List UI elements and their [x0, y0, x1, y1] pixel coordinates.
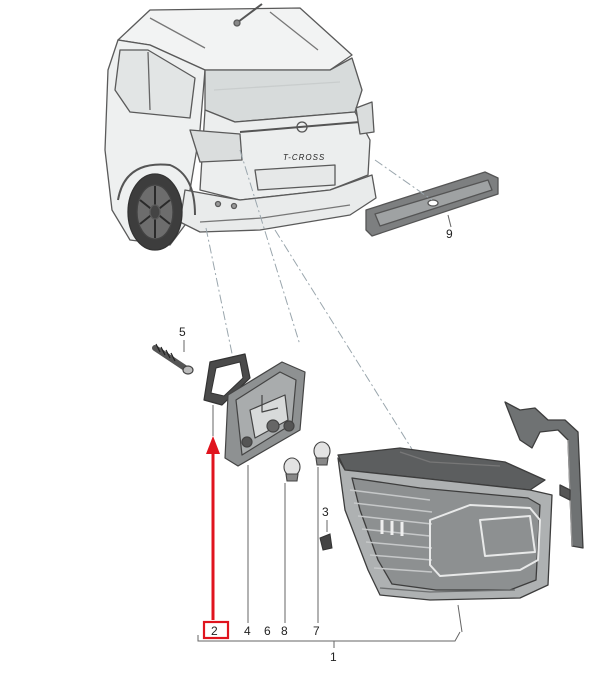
part-9-rear-panel: [365, 171, 499, 237]
callout-9: 9: [446, 227, 453, 241]
vehicle-badge-text: T-CROSS: [283, 153, 325, 162]
part-2-highlight: [202, 405, 230, 640]
bottom-callouts: 2 4 6 8 7 1: [211, 624, 337, 664]
callout-7: 7: [313, 624, 320, 638]
callout-6: 6: [264, 624, 271, 638]
callout-3: 3: [322, 505, 329, 519]
highlight-arrow-head: [206, 436, 220, 454]
leader-1: [197, 631, 461, 648]
part-8-bulb: [283, 457, 301, 482]
highlight-box: [202, 620, 230, 640]
part-3-clip: [319, 533, 333, 551]
part-1-tail-light: [337, 447, 553, 601]
callout-5: 5: [179, 325, 186, 339]
part-7-bulb: [313, 441, 331, 466]
leader-9: [447, 214, 452, 228]
assembly-leader-lines: [205, 149, 433, 471]
callout-4: 4: [244, 624, 251, 638]
part-1-bracket: [504, 401, 584, 549]
vehicle-illustration: T-CROSS: [104, 3, 377, 251]
callout-1: 1: [330, 650, 337, 664]
callout-2: 2: [211, 624, 218, 638]
part-4-bulb-carrier: [224, 361, 306, 467]
part-5-screw: [152, 343, 194, 375]
callout-leaders: [197, 465, 463, 648]
callout-8: 8: [281, 624, 288, 638]
